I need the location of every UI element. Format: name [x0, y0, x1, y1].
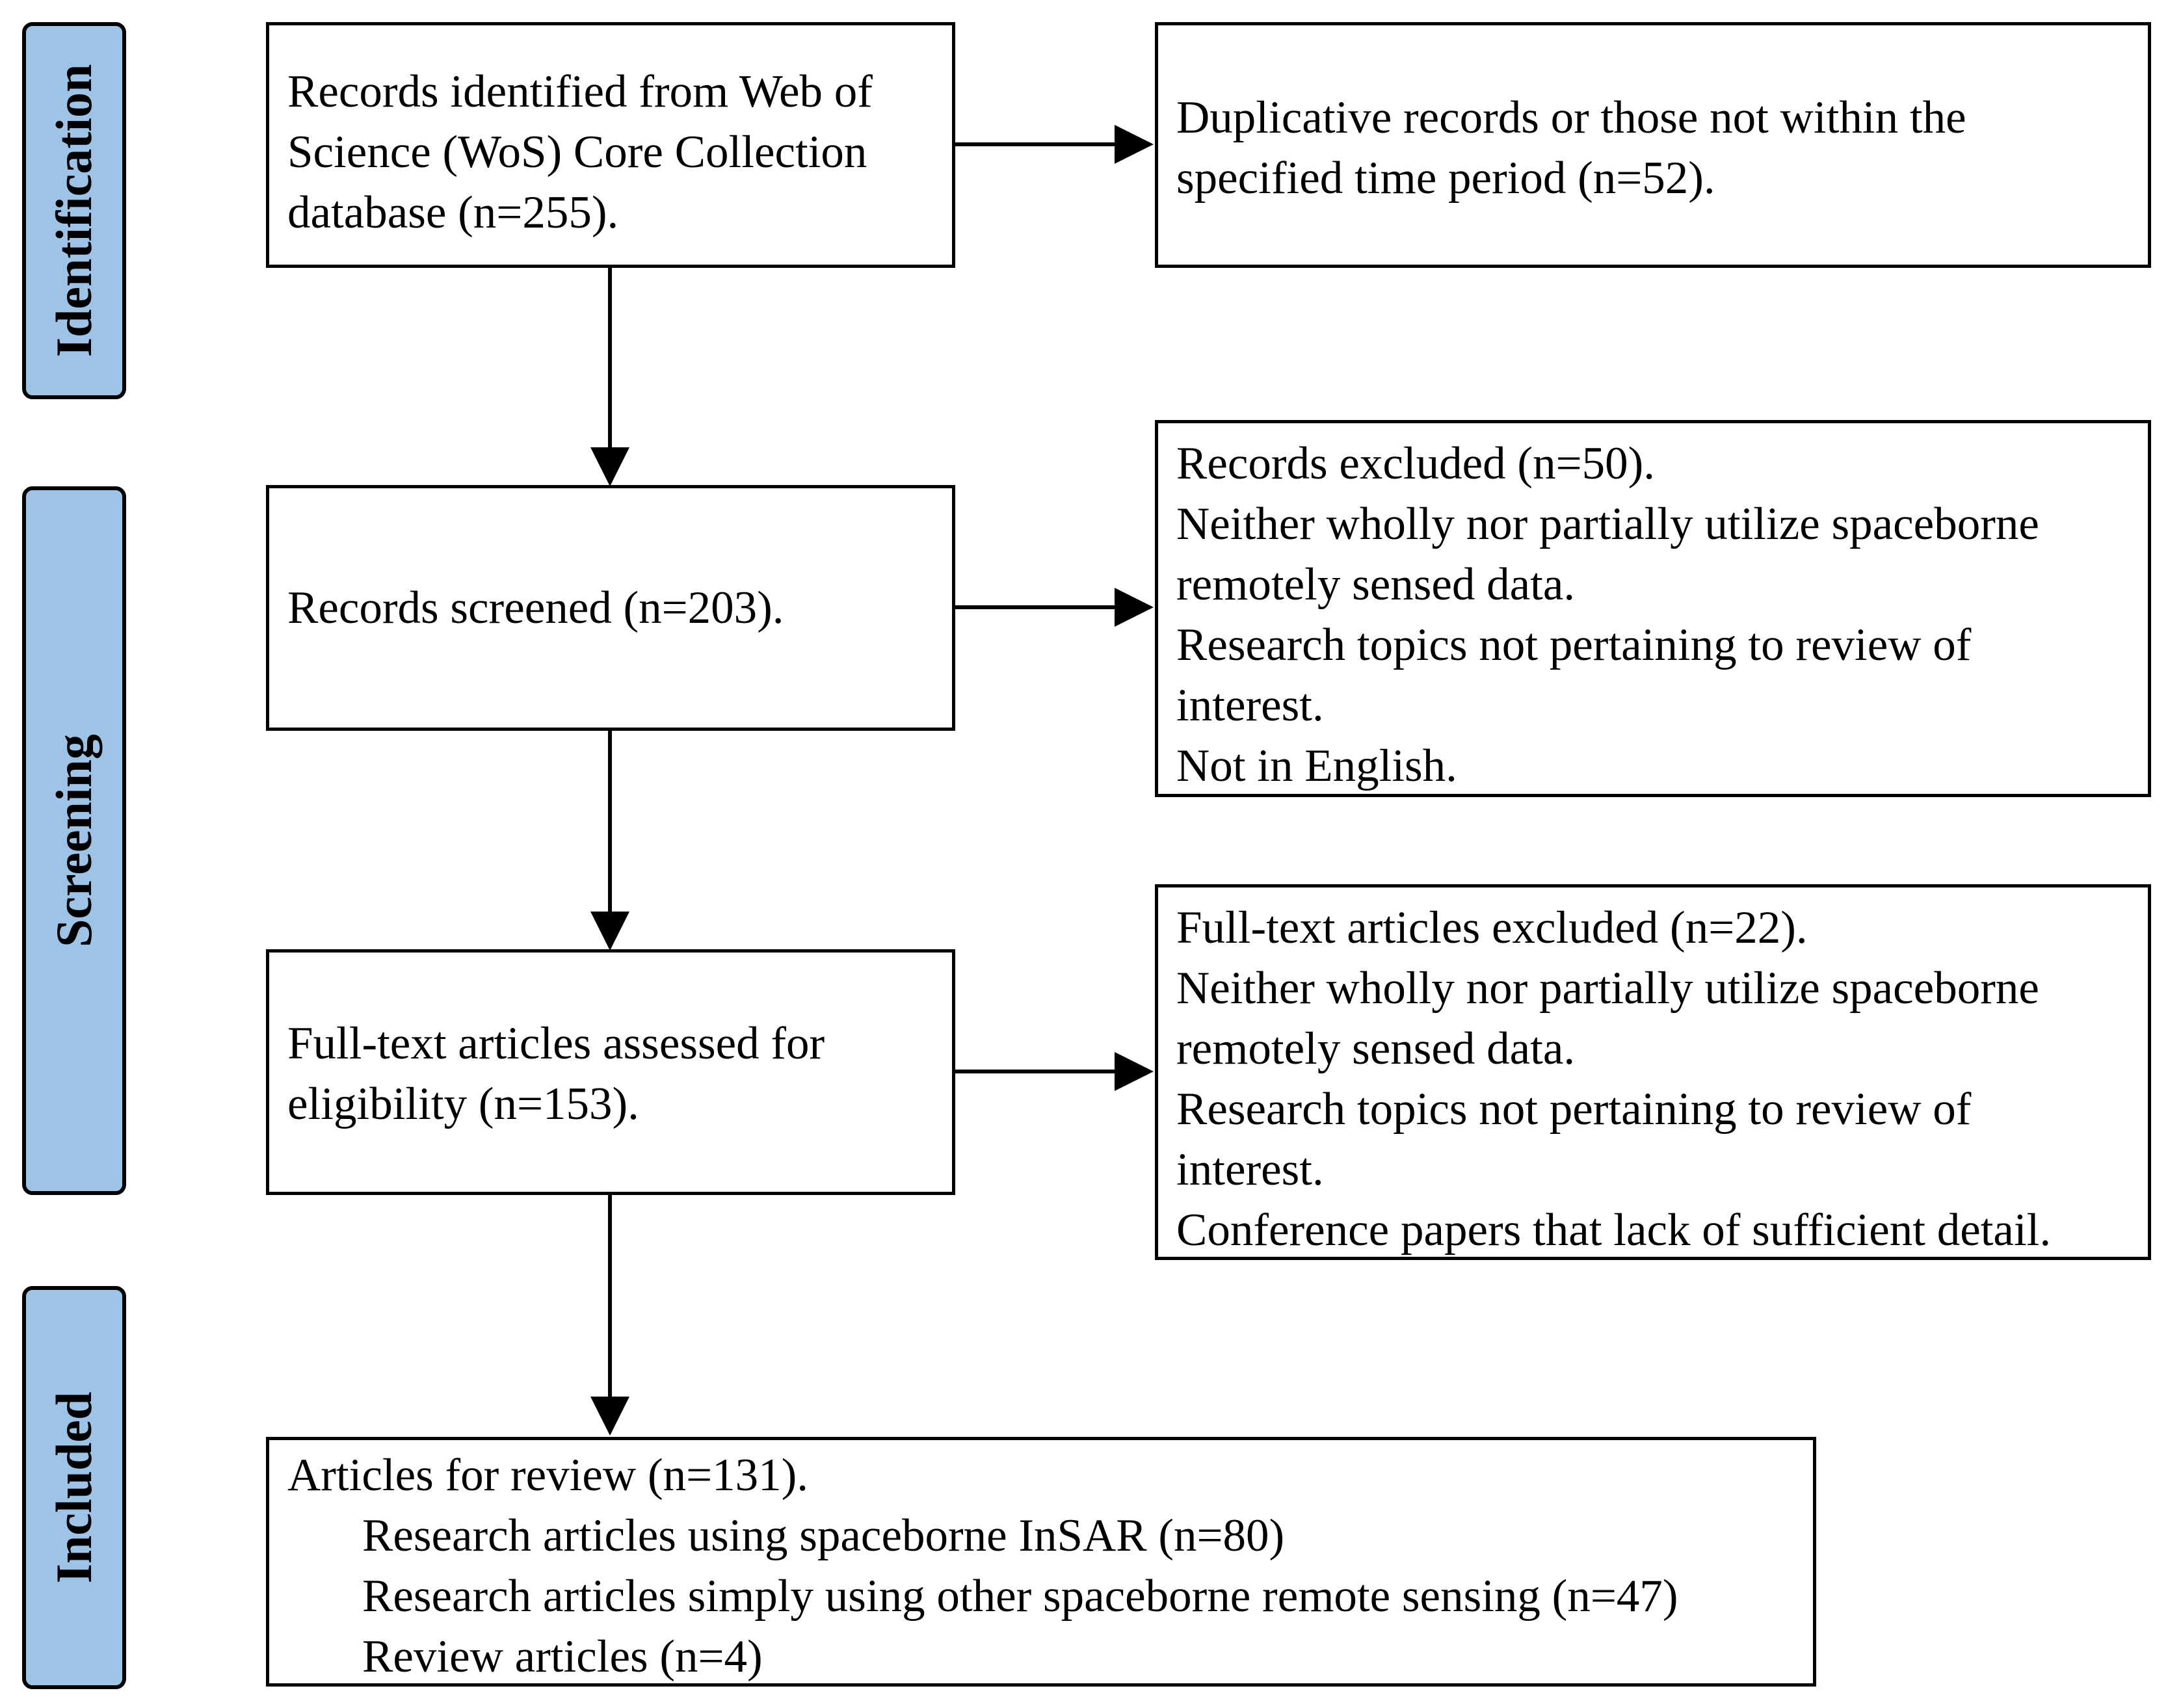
excluded-fulltext-line-2: Neither wholly nor partially utilize spa… — [1176, 963, 2039, 1014]
duplicative-records-box: Duplicative records or those not within … — [1155, 22, 2151, 268]
included-line-1: Articles for review (n=131). — [287, 1450, 809, 1501]
excluded-fulltext-line-3: remotely sensed data. — [1176, 1023, 1576, 1074]
articles-for-review-box: Articles for review (n=131). Research ar… — [266, 1437, 1816, 1687]
excluded-records-line-2: Neither wholly nor partially utilize spa… — [1176, 499, 2039, 549]
assessed-line-2: eligibility (n=153). — [287, 1079, 639, 1129]
duplicates-line-2: specified time period (n=52). — [1176, 153, 1715, 204]
fulltext-assessed-box: Full-text articles assessed for eligibil… — [266, 949, 955, 1195]
duplicates-line-1: Duplicative records or those not within … — [1176, 92, 1966, 143]
excluded-fulltext-line-1: Full-text articles excluded (n=22). — [1176, 902, 1808, 953]
screened-line-1: Records screened (n=203). — [287, 583, 784, 633]
identified-line-3: database (n=255). — [287, 187, 619, 238]
included-line-4: Review articles (n=4) — [362, 1631, 763, 1682]
identified-line-2: Science (WoS) Core Collection — [287, 127, 867, 177]
fulltext-excluded-box: Full-text articles excluded (n=22). Neit… — [1155, 884, 2151, 1260]
excluded-fulltext-line-4: Research topics not pertaining to review… — [1176, 1084, 1972, 1135]
assessed-line-1: Full-text articles assessed for — [287, 1018, 825, 1069]
excluded-fulltext-line-6: Conference papers that lack of sufficien… — [1176, 1205, 2052, 1255]
stage-identification: Identification — [22, 22, 126, 399]
stage-included: Included — [22, 1286, 126, 1689]
excluded-records-line-6: Not in English. — [1176, 741, 1457, 791]
excluded-records-line-5: interest. — [1176, 680, 1324, 731]
excluded-fulltext-line-5: interest. — [1176, 1144, 1324, 1195]
included-line-3: Research articles simply using other spa… — [362, 1571, 1678, 1622]
identified-line-1: Records identified from Web of — [287, 66, 873, 117]
stage-screening: Screening — [22, 486, 126, 1195]
records-screened-box: Records screened (n=203). — [266, 485, 955, 731]
excluded-records-line-1: Records excluded (n=50). — [1176, 438, 1656, 489]
included-line-2: Research articles using spaceborne InSAR… — [362, 1510, 1285, 1561]
excluded-records-line-4: Research topics not pertaining to review… — [1176, 620, 1972, 670]
excluded-records-line-3: remotely sensed data. — [1176, 559, 1576, 610]
records-excluded-box: Records excluded (n=50). Neither wholly … — [1155, 420, 2151, 797]
identified-records-box: Records identified from Web of Science (… — [266, 22, 955, 268]
